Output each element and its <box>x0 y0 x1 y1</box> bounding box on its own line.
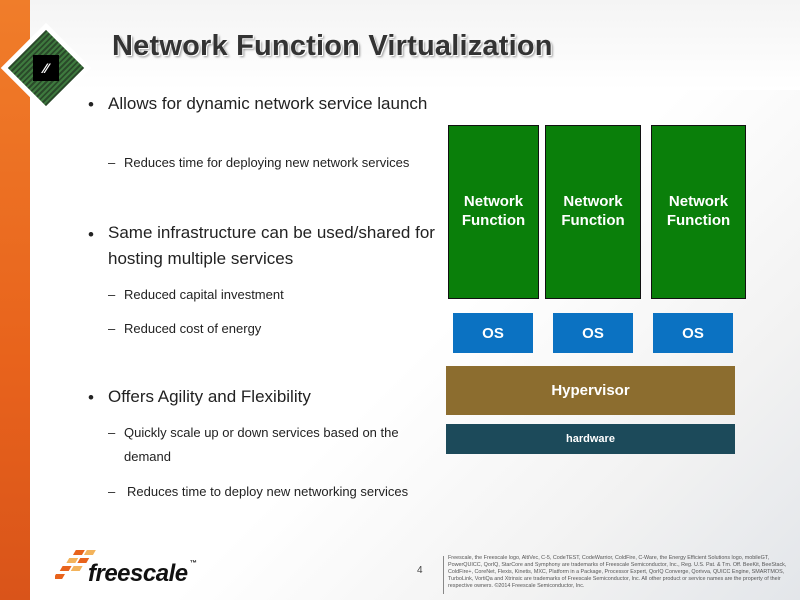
os-box: OS <box>453 313 533 353</box>
os-box: OS <box>553 313 633 353</box>
network-function-box: Network Function <box>448 125 539 299</box>
hypervisor-box: Hypervisor <box>446 366 735 415</box>
bullet-icon: • <box>88 388 94 407</box>
dash-icon: – <box>108 484 116 499</box>
dash-icon: – <box>108 287 116 302</box>
sub-bullet: Quickly scale up or down services based … <box>124 425 399 464</box>
dash-icon: – <box>108 155 116 170</box>
network-function-box: Network Function <box>651 125 746 299</box>
bullet-3: Offers Agility and Flexibility <box>108 387 311 406</box>
sub-bullet: Reduced cost of energy <box>124 321 262 336</box>
bullet-1: Allows for dynamic network service launc… <box>108 94 428 113</box>
orange-side-strip <box>0 0 30 600</box>
bullet-icon: • <box>88 95 94 114</box>
freescale-logo-icon <box>55 550 96 579</box>
dash-icon: – <box>108 425 116 440</box>
dash-icon: – <box>108 321 116 336</box>
sub-bullet: Reduced capital investment <box>124 287 284 302</box>
page-number: 4 <box>417 565 423 576</box>
network-function-box: Network Function <box>545 125 641 299</box>
footer-divider <box>443 556 444 594</box>
hardware-box: hardware <box>446 424 735 454</box>
legal-notice: Freescale, the Freescale logo, AltiVec, … <box>448 555 787 589</box>
sub-bullet: Reduces time to deploy new networking se… <box>127 484 409 499</box>
os-box: OS <box>653 313 733 353</box>
sub-bullet: Reduces time for deploying new network s… <box>124 155 410 170</box>
bullet-2: Same infrastructure can be used/shared f… <box>108 223 435 268</box>
title-band <box>30 0 800 90</box>
slide-title: Network Function Virtualization <box>112 30 553 62</box>
bullet-icon: • <box>88 225 94 244</box>
